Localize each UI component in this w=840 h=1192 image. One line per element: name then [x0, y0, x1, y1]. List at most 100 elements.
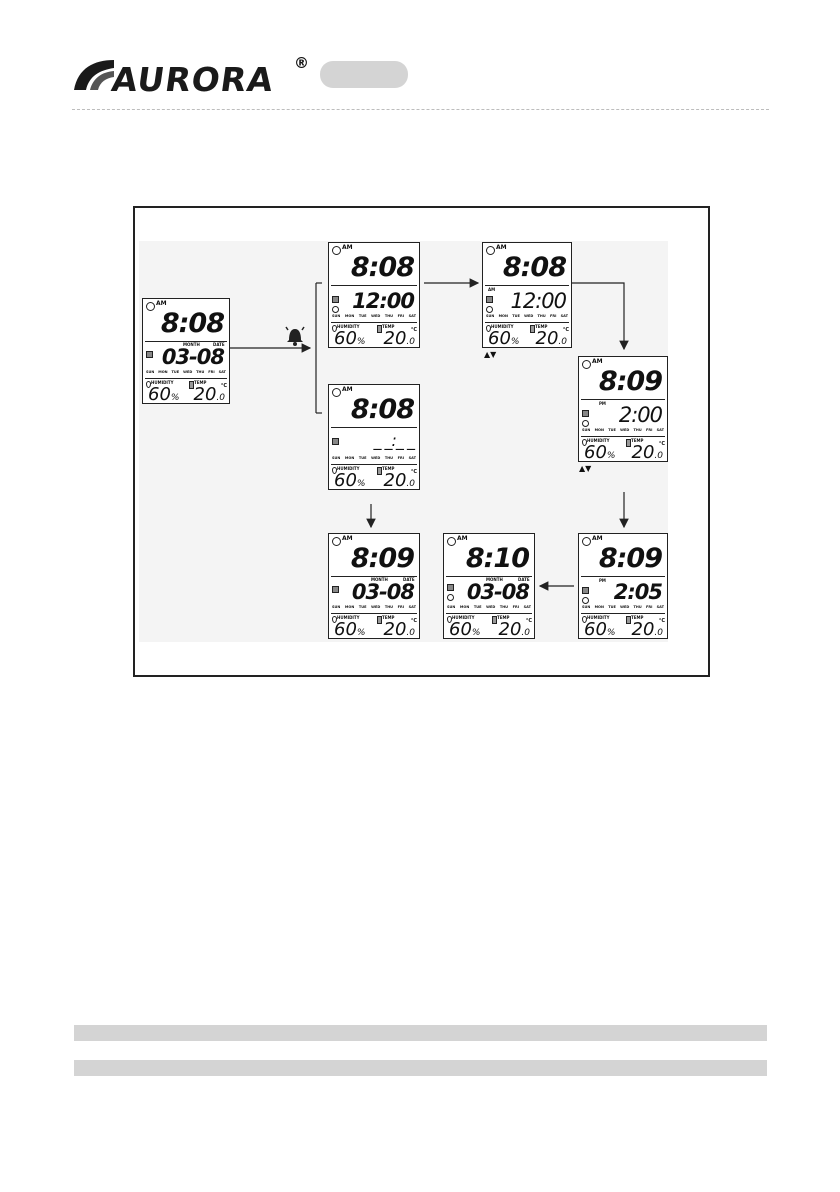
thermometer-icon	[377, 325, 382, 333]
separator	[145, 378, 227, 379]
day-sat: SAT	[218, 370, 226, 374]
temp-decimal: .0	[406, 628, 415, 638]
temp-value: 20.0	[632, 621, 664, 639]
humidity-value: 60%	[584, 621, 615, 639]
calendar-icon	[332, 296, 339, 303]
humidity-number: 60	[584, 442, 607, 463]
temp-value: 20.0	[194, 386, 226, 404]
clock-icon	[582, 360, 591, 369]
date-label: DATE	[403, 577, 415, 582]
day-fri: FRI	[645, 605, 653, 609]
day-sat: SAT	[656, 428, 664, 432]
humidity-drop-icon	[447, 616, 452, 623]
humidity-label: HUMIDITY	[337, 466, 360, 471]
temp-unit: °C	[658, 618, 665, 624]
temp-number: 20	[631, 442, 655, 463]
clock-icon	[486, 246, 495, 255]
date-display: 03-08	[351, 580, 415, 604]
day-wed: WED	[371, 605, 381, 609]
calendar-icon	[582, 587, 589, 594]
humidity-number: 60	[488, 328, 511, 349]
temp-unit: °C	[410, 618, 417, 624]
thermometer-icon	[626, 616, 631, 624]
day-fri: FRI	[645, 428, 653, 432]
date-display: 03-08	[161, 345, 225, 369]
separator	[485, 285, 569, 286]
am-indicator: AM	[342, 535, 353, 542]
temp-value: 20.0	[632, 444, 664, 462]
day-tue: TUE	[171, 370, 180, 374]
separator	[331, 464, 417, 465]
temp-label: TEMP	[631, 615, 644, 620]
registered-mark: ®	[294, 54, 309, 72]
temp-number: 20	[193, 384, 217, 405]
date-display: 03-08	[466, 580, 530, 604]
day-sun: SUN	[332, 314, 341, 318]
humidity-label: HUMIDITY	[337, 324, 360, 329]
day-sat: SAT	[560, 314, 568, 318]
day-mon: MON	[344, 456, 355, 460]
day-thu: THU	[633, 605, 642, 609]
day-mon: MON	[594, 605, 604, 609]
day-mon: MON	[594, 428, 604, 432]
day-sun: SUN	[582, 428, 591, 432]
separator	[485, 322, 569, 323]
separator	[581, 399, 665, 400]
humidity-label: HUMIDITY	[587, 438, 610, 443]
temp-unit: °C	[562, 327, 569, 333]
temp-decimal: .0	[216, 393, 225, 403]
thermometer-icon	[377, 616, 382, 624]
day-mon: MON	[459, 605, 470, 609]
humidity-value: 60%	[334, 621, 365, 639]
temp-number: 20	[383, 619, 407, 640]
alarm-am-indicator: AM	[488, 287, 496, 292]
humidity-drop-icon	[332, 616, 337, 623]
humidity-number: 60	[584, 619, 607, 640]
month-label: MONTH	[486, 577, 503, 582]
alarm-icon	[447, 594, 454, 601]
header-divider	[72, 109, 769, 110]
day-sat: SAT	[408, 456, 416, 460]
humidity-label: HUMIDITY	[337, 615, 360, 620]
humidity-unit: %	[510, 337, 520, 347]
calendar-icon	[447, 584, 454, 591]
alarm-time-display: 12:00	[352, 289, 415, 313]
clock-icon	[332, 388, 341, 397]
humidity-unit: %	[356, 337, 366, 347]
humidity-drop-icon	[146, 381, 151, 388]
humidity-label: HUMIDITY	[587, 615, 610, 620]
temp-unit: °C	[410, 469, 417, 475]
day-sun: SUN	[146, 370, 155, 374]
day-thu: THU	[384, 605, 394, 609]
humidity-drop-icon	[582, 616, 587, 623]
humidity-value: 60%	[334, 472, 365, 490]
day-tue: TUE	[608, 605, 616, 609]
alarm-pm-indicator: PM	[599, 401, 606, 406]
date-label: DATE	[213, 342, 225, 347]
day-tue: TUE	[473, 605, 482, 609]
humidity-number: 60	[334, 619, 357, 640]
temp-decimal: .0	[521, 628, 530, 638]
time-display: 8:08	[350, 394, 415, 425]
day-wed: WED	[620, 428, 630, 432]
day-fri: FRI	[512, 605, 520, 609]
humidity-value: 60%	[148, 386, 179, 404]
temp-decimal: .0	[406, 479, 415, 489]
day-fri: FRI	[549, 314, 557, 318]
calendar-icon	[146, 351, 153, 358]
humidity-label: HUMIDITY	[452, 615, 475, 620]
temp-value: 20.0	[384, 472, 416, 490]
separator	[331, 613, 417, 614]
am-indicator: AM	[496, 244, 507, 251]
am-indicator: AM	[342, 386, 353, 393]
time-display: 8:09	[350, 543, 415, 574]
